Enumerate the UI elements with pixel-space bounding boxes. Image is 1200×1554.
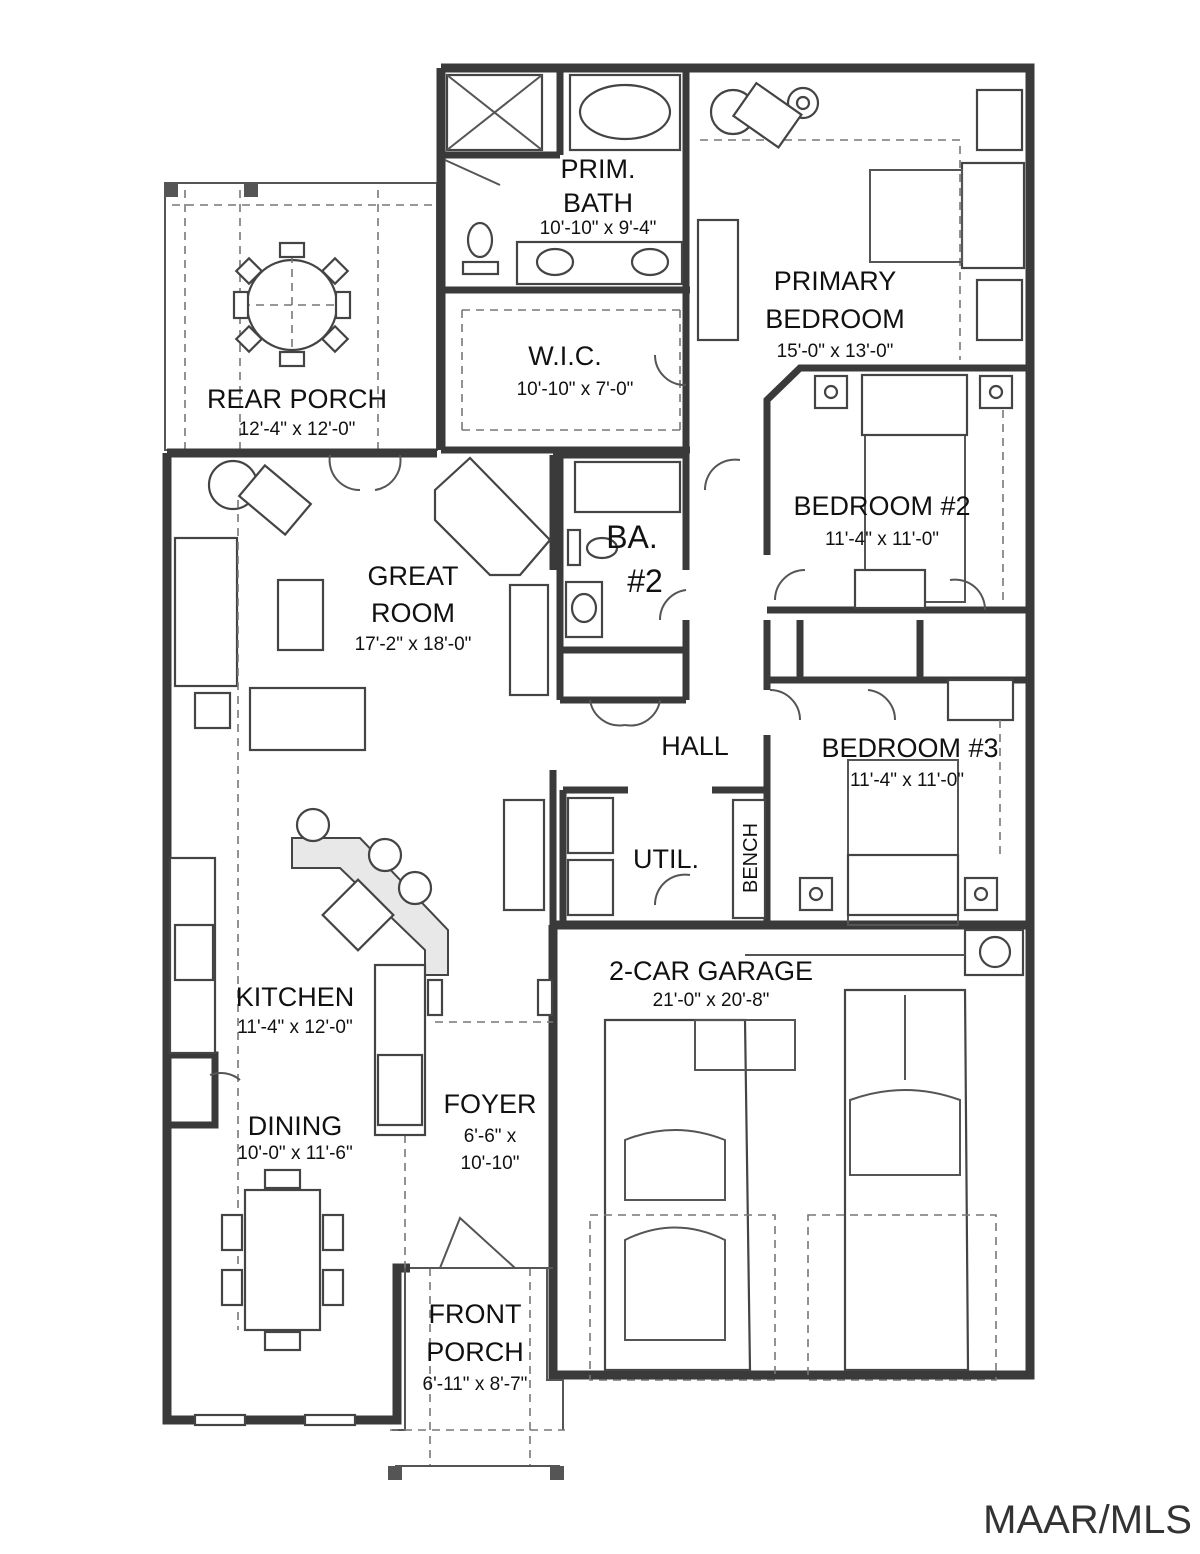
primary-bedroom-name-1: PRIMARY <box>774 266 897 296</box>
great-room-name-2: ROOM <box>371 598 455 628</box>
bedroom2-furniture <box>813 373 1014 610</box>
kitchen-fixtures <box>168 807 554 1137</box>
rear-porch-dims: 12'-4" x 12'-0" <box>239 419 356 440</box>
wic-shelves <box>461 218 740 431</box>
front-porch-dims: 6'-11" x 8'-7" <box>423 1374 528 1395</box>
primary-bed-headboard <box>960 161 1026 270</box>
dining-table <box>243 1188 322 1332</box>
door-swings <box>209 354 987 1269</box>
coffee-table <box>276 578 325 652</box>
watermark: MAAR/MLS <box>983 1498 1192 1542</box>
bedroom3-dims: 11'-4" x 11'-0" <box>850 770 964 791</box>
bedroom3-furniture <box>798 678 1015 926</box>
wic-name: W.I.C. <box>528 341 602 371</box>
foyer-name: FOYER <box>443 1089 536 1119</box>
primary-bedroom-dims: 15'-0" x 13'-0" <box>777 341 894 362</box>
utility-fixtures <box>566 796 615 917</box>
car-left <box>603 1018 752 1372</box>
great-room-dims: 17'-2" x 18'-0" <box>355 634 472 655</box>
primary-bath-dims: 10'-10" x 9'-4" <box>540 218 657 239</box>
sofa-bottom <box>248 686 367 752</box>
bench-label: BENCH <box>740 823 762 893</box>
bedroom2-dims: 11'-4" x 11'-0" <box>825 529 939 550</box>
primary-bath-name-2: BATH <box>563 188 633 218</box>
room-labels: PRIM. BATH 10'-10" x 9'-4" PRIMARY BEDRO… <box>207 154 999 1395</box>
util-name: UTIL. <box>633 844 699 874</box>
primary-bedroom-furniture <box>700 81 1026 360</box>
garage-dims: 21'-0" x 20'-8" <box>653 990 770 1011</box>
front-porch-name-2: PORCH <box>426 1337 524 1367</box>
rear-porch-area <box>164 182 438 451</box>
primary-bath-name-1: PRIM. <box>560 154 635 184</box>
dining-name: DINING <box>248 1111 343 1141</box>
bath2-name-2: #2 <box>627 563 663 599</box>
kitchen-dims: 11'-4" x 12'-0" <box>237 1017 352 1038</box>
fireplace <box>433 456 552 577</box>
bench <box>731 798 767 920</box>
great-room-furniture <box>173 456 552 1330</box>
great-room-name-1: GREAT <box>367 561 458 591</box>
foyer-dims-2: 10'-10" <box>461 1153 520 1174</box>
bath2-fixtures <box>564 460 682 639</box>
bedroom3-name: BEDROOM #3 <box>821 733 998 763</box>
primary-bedroom-name-2: BEDROOM <box>765 304 905 334</box>
garage-name: 2-CAR GARAGE <box>609 956 813 986</box>
dining-furniture <box>193 1168 357 1427</box>
foyer-dims-1: 6'-6" x <box>464 1126 517 1147</box>
bath2-name-1: BA. <box>606 519 658 555</box>
sofa-left <box>173 536 239 688</box>
primary-bath-fixtures <box>444 73 684 286</box>
bedroom2-name: BEDROOM #2 <box>793 491 970 521</box>
hall-name: HALL <box>661 731 729 761</box>
front-porch-name-1: FRONT <box>429 1299 522 1329</box>
wic-dims: 10'-10" x 7'-0" <box>517 379 634 400</box>
car-right <box>843 988 970 1372</box>
dining-dims: 10'-0" x 11'-6" <box>237 1143 352 1164</box>
rear-porch-name: REAR PORCH <box>207 384 387 414</box>
garage-cars <box>589 928 1025 1381</box>
kitchen-name: KITCHEN <box>236 982 355 1012</box>
